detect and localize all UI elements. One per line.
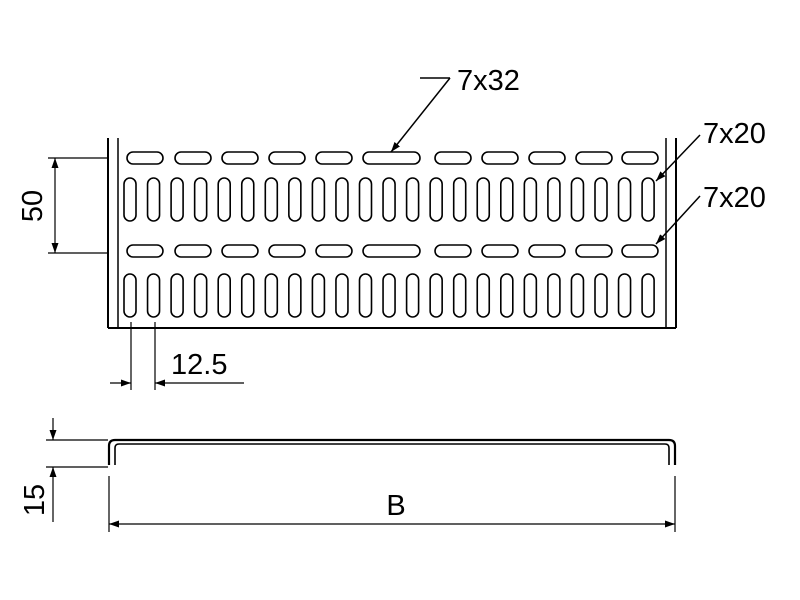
upper-vertical-slot <box>547 177 561 222</box>
dimension-width: B <box>108 476 676 532</box>
lower-vertical-slot <box>264 273 279 318</box>
lower-vertical-slot <box>641 273 655 318</box>
dimension-pitch: 12.5 <box>110 322 244 390</box>
lower-vertical-slot <box>405 273 420 318</box>
upper-horizontal-slot <box>174 151 212 165</box>
lower-vertical-slot <box>311 273 326 318</box>
lower-horizontal-slot <box>221 244 259 258</box>
upper-horizontal-slot <box>362 151 421 165</box>
lower-horizontal-slot <box>621 244 659 258</box>
upper-vertical-slot <box>641 177 655 222</box>
tray-section-profile <box>107 438 677 465</box>
upper-horizontal-slot <box>528 151 566 165</box>
callout-right-lower: 7x20 <box>655 182 766 245</box>
lower-vertical-slot <box>570 273 585 318</box>
callout-right-upper: 7x20 <box>655 118 766 182</box>
upper-vertical-slot <box>429 177 443 222</box>
upper-horizontal-slot <box>221 151 259 165</box>
lower-horizontal-slot <box>434 244 472 258</box>
upper-vertical-slot <box>288 177 302 222</box>
upper-vertical-slot <box>193 177 208 222</box>
lower-vertical-slot <box>335 273 349 318</box>
upper-vertical-slot <box>264 177 279 222</box>
upper-vertical-slot <box>405 177 420 222</box>
callout-right-upper-leader <box>655 134 701 182</box>
callout-right-lower-leader <box>655 195 701 245</box>
upper-vertical-slot <box>570 177 585 222</box>
perforation-slots <box>123 151 659 318</box>
upper-vertical-slot <box>123 177 137 222</box>
lower-vertical-slot <box>288 273 302 318</box>
upper-vertical-slot <box>146 177 161 222</box>
lower-vertical-slot <box>123 273 137 318</box>
lower-vertical-slot <box>429 273 443 318</box>
upper-vertical-slot <box>217 177 231 222</box>
lower-horizontal-slot <box>126 244 164 258</box>
lower-horizontal-slot <box>362 244 421 258</box>
lower-vertical-slot <box>170 273 184 318</box>
upper-vertical-slot <box>240 177 255 222</box>
lower-vertical-slot <box>193 273 208 318</box>
lower-vertical-slot <box>240 273 255 318</box>
lower-vertical-slot <box>382 273 396 318</box>
upper-vertical-slot <box>335 177 349 222</box>
upper-vertical-slot <box>311 177 326 222</box>
lower-vertical-slot <box>523 273 538 318</box>
upper-vertical-slot <box>523 177 538 222</box>
upper-horizontal-slot <box>268 151 306 165</box>
lower-vertical-slot <box>217 273 231 318</box>
callout-top-leader <box>390 77 451 153</box>
upper-horizontal-slot <box>126 151 164 165</box>
lower-horizontal-slot <box>528 244 566 258</box>
lower-vertical-slot <box>476 273 491 318</box>
lower-vertical-slot <box>146 273 161 318</box>
lower-vertical-slot <box>452 273 467 318</box>
lower-horizontal-slot <box>575 244 613 258</box>
lower-horizontal-slot <box>174 244 212 258</box>
tray-plan-view <box>107 138 677 329</box>
dim-flange-label: 15 <box>19 484 51 516</box>
callout-right-lower-label: 7x20 <box>703 182 766 214</box>
dim-width-label: B <box>386 490 405 522</box>
lower-vertical-slot <box>617 273 632 318</box>
upper-vertical-slot <box>358 177 373 222</box>
lower-horizontal-slot <box>315 244 353 258</box>
callout-top-slot-label: 7x32 <box>457 65 520 97</box>
upper-vertical-slot <box>594 177 608 222</box>
upper-vertical-slot <box>499 177 514 222</box>
tray-section-profile-inner <box>114 443 670 465</box>
upper-horizontal-slot <box>575 151 613 165</box>
dim-height-label: 50 <box>17 190 49 222</box>
lower-horizontal-slot <box>268 244 306 258</box>
tray-section-view <box>107 438 677 465</box>
lower-vertical-slot <box>594 273 608 318</box>
dimension-flange: 15 <box>19 418 108 522</box>
dimension-height: 50 <box>17 157 108 254</box>
upper-horizontal-slot <box>621 151 659 165</box>
upper-vertical-slot <box>617 177 632 222</box>
upper-horizontal-slot <box>315 151 353 165</box>
lower-horizontal-slot <box>481 244 519 258</box>
dim-pitch-label: 12.5 <box>171 349 227 381</box>
upper-vertical-slot <box>382 177 396 222</box>
upper-vertical-slot <box>170 177 184 222</box>
upper-horizontal-slot <box>481 151 519 165</box>
callout-top-slot: 7x32 <box>390 65 520 153</box>
callout-right-upper-label: 7x20 <box>703 118 766 150</box>
upper-horizontal-slot <box>434 151 472 165</box>
upper-vertical-slot <box>476 177 491 222</box>
lower-vertical-slot <box>547 273 561 318</box>
lower-vertical-slot <box>499 273 514 318</box>
upper-vertical-slot <box>452 177 467 222</box>
lower-vertical-slot <box>358 273 373 318</box>
